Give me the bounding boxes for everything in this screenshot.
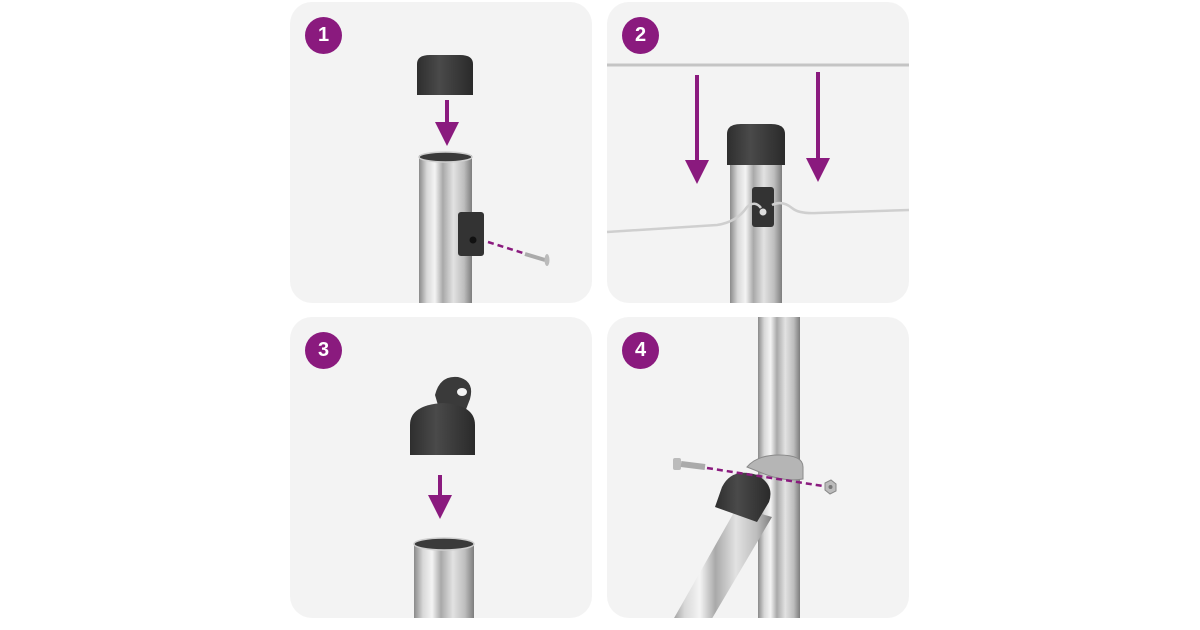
- post-cap: [727, 124, 785, 165]
- wire-clip: [458, 212, 484, 256]
- post-opening: [413, 537, 475, 551]
- step-1-panel: 1: [290, 2, 592, 303]
- step-4-panel: 4: [607, 317, 909, 618]
- post-cap: [417, 55, 473, 95]
- brace-cap: [715, 472, 771, 522]
- post-opening: [418, 151, 473, 163]
- step-3-panel: 3: [290, 317, 592, 618]
- step-4-illustration: [673, 317, 837, 618]
- step-4-badge: 4: [622, 332, 659, 369]
- step-2-illustration: [607, 63, 909, 303]
- wire-clip: [752, 187, 774, 227]
- nut-icon: [824, 479, 837, 495]
- brace-post: [674, 507, 772, 618]
- eyelet-cap: [410, 376, 475, 455]
- bolt-icon: [673, 458, 706, 470]
- step-3-badge: 3: [305, 332, 342, 369]
- tension-wire-fixed: [607, 201, 909, 234]
- step-2-panel: 2: [607, 2, 909, 303]
- step-1-badge: 1: [305, 17, 342, 54]
- screw-icon: [524, 252, 550, 266]
- clip-hole-icon: [759, 208, 767, 216]
- clamp-band: [746, 454, 804, 481]
- step-2-badge: 2: [622, 17, 659, 54]
- clip-hole-icon: [469, 236, 477, 244]
- screw-guide-line: [487, 240, 524, 255]
- step-1-illustration: [417, 55, 550, 303]
- post-tube: [414, 543, 474, 618]
- step-3-illustration: [410, 376, 475, 618]
